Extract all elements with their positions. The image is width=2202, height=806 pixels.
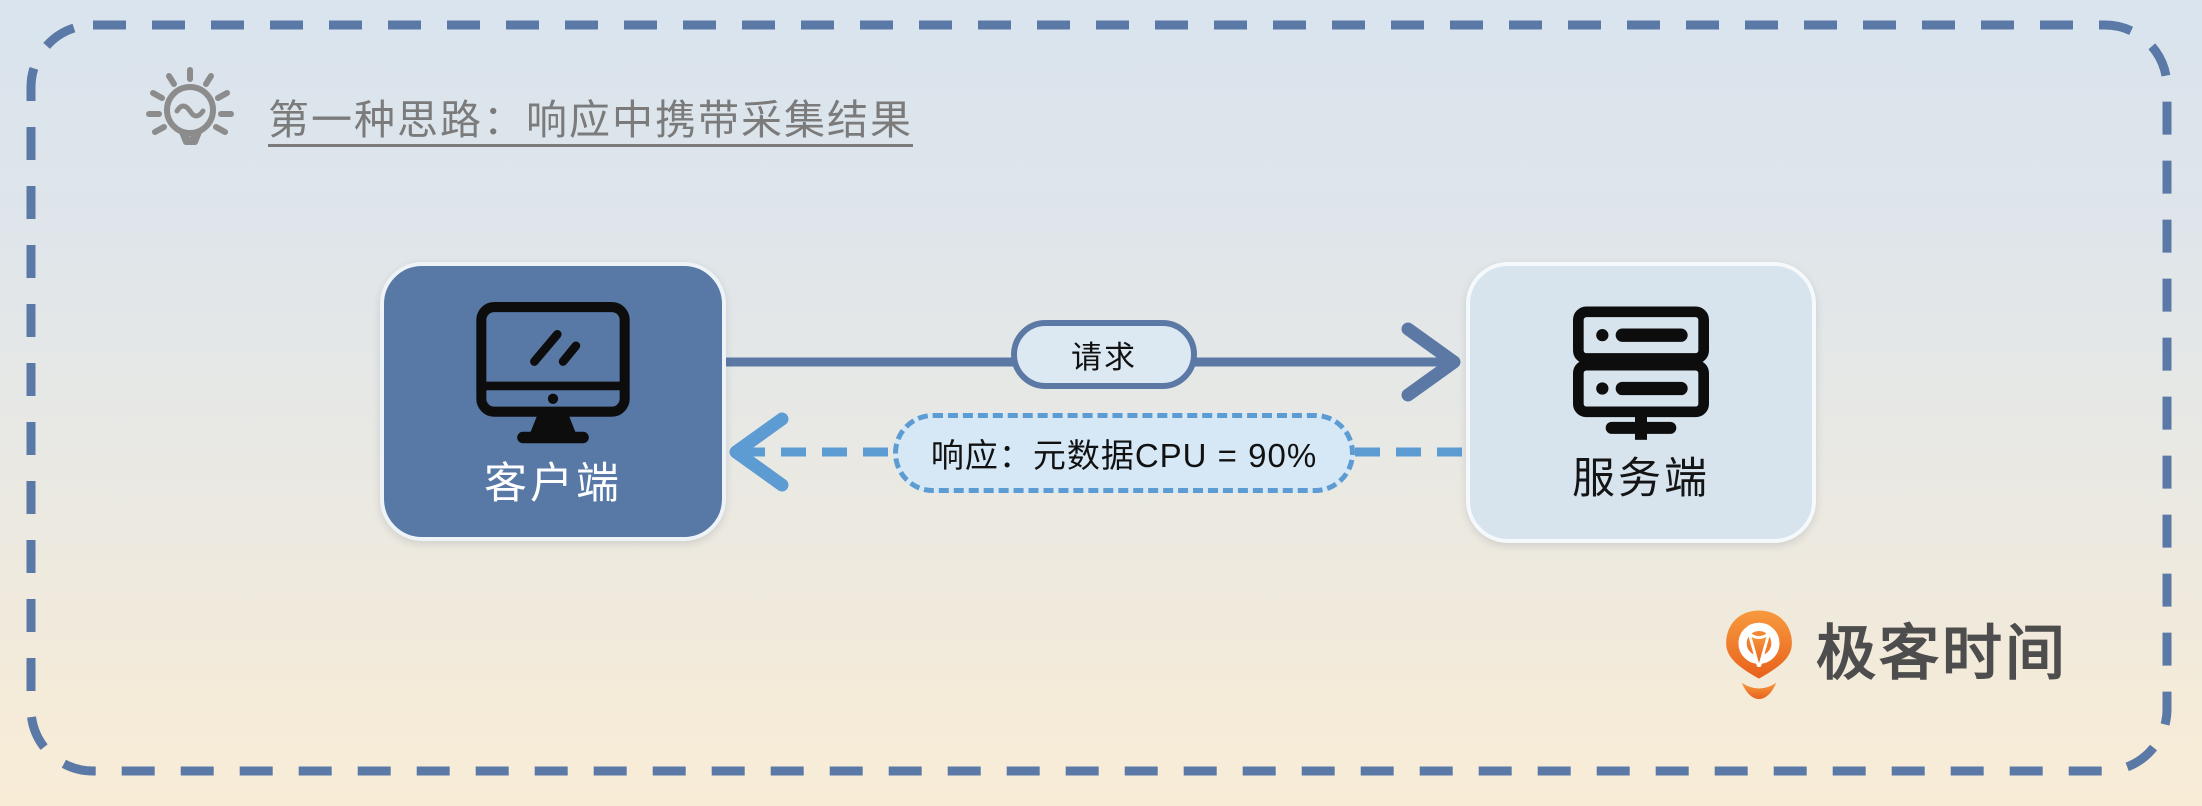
brand-logo: 极客时间 (1722, 608, 2068, 700)
diagram-title-row: 第一种思路：响应中携带采集结果 (138, 64, 913, 168)
server-icon (1573, 306, 1709, 440)
response-label: 响应：元数据CPU = 90% (930, 437, 1318, 474)
lightbulb-icon (146, 67, 234, 145)
client-node: 客户端 (380, 262, 726, 541)
brand-name: 极客时间 (1816, 620, 2068, 687)
request-pill: 请求 (1011, 320, 1197, 389)
geektime-pin-icon (1726, 610, 1792, 700)
response-pill: 响应：元数据CPU = 90% (893, 413, 1355, 493)
request-label: 请求 (1071, 340, 1137, 375)
client-label: 客户端 (484, 460, 622, 508)
server-node: 服务端 (1466, 262, 1816, 543)
server-label: 服务端 (1572, 454, 1710, 503)
monitor-icon (476, 302, 630, 444)
diagram-title: 第一种思路：响应中携带采集结果 (268, 97, 913, 143)
